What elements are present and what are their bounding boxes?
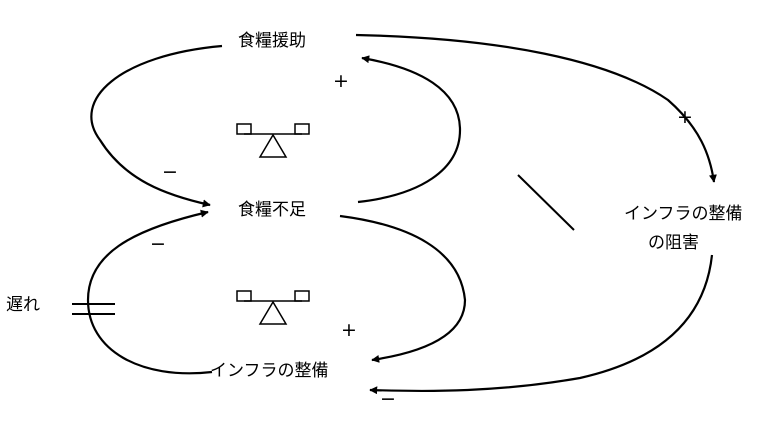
edge-food-shortage-to-infra-dev [339, 214, 467, 363]
edge-food-shortage-to-food-aid [357, 55, 462, 204]
balance-loop-icon-lower [236, 290, 310, 325]
slash-mark [517, 174, 575, 231]
polarity-shortage-to-aid: + [333, 70, 349, 92]
node-infra-obstruction-line2: の阻害 [648, 233, 699, 253]
polarity-aid-to-shortage: − [162, 161, 178, 183]
node-food-shortage: 食糧不足 [238, 200, 306, 220]
edge-infra-dev-to-food-shortage [86, 209, 213, 375]
node-food-aid: 食糧援助 [238, 31, 306, 51]
node-infra-dev: インフラの整備 [210, 361, 329, 381]
balance-loop-icon-upper [236, 123, 310, 158]
delay-mark [72, 303, 115, 315]
polarity-aid-to-obstruction: + [677, 106, 693, 128]
delay-label: 遅れ [6, 295, 40, 315]
edge-infra-obstruction-to-infra-dev [369, 254, 714, 395]
polarity-shortage-to-infra: + [341, 319, 357, 341]
node-infra-obstruction-line1: インフラの整備 [624, 204, 743, 224]
edge-food-aid-to-food-shortage [90, 44, 223, 208]
edge-food-aid-to-infra-obstruction [355, 33, 717, 183]
polarity-obstruction-to-infra: − [380, 388, 396, 410]
polarity-infra-to-shortage: − [150, 233, 166, 255]
